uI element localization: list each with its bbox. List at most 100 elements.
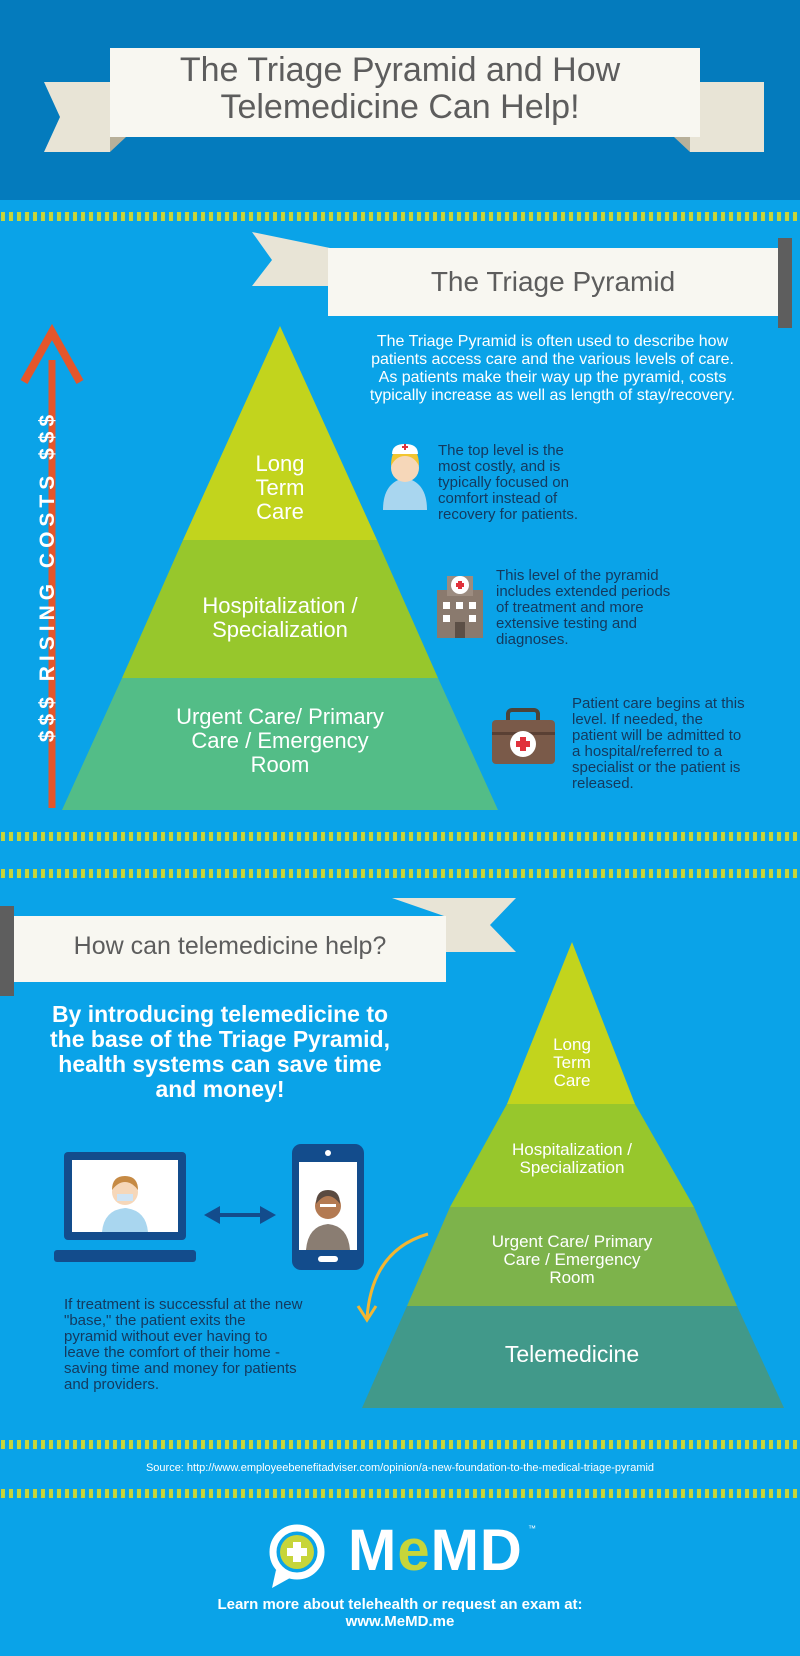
pyramid2-label-hospitalization: Hospitalization / Specialization bbox=[472, 1141, 672, 1177]
desc-line: level. If needed, the bbox=[572, 711, 703, 728]
desc-line: most costly, and is bbox=[438, 458, 561, 475]
pyramid2-label-long-term-care: Long Term Care bbox=[522, 1036, 622, 1090]
desc-line: recovery for patients. bbox=[438, 506, 579, 523]
label-line: Long bbox=[255, 451, 305, 476]
ribbon-tail bbox=[252, 232, 330, 286]
ribbon-tail-left bbox=[44, 82, 110, 152]
label-line: Room bbox=[250, 752, 310, 777]
claim-line: health systems can save time bbox=[58, 1051, 382, 1077]
pyramid2-tier-urgent-care bbox=[407, 1207, 737, 1306]
desc-line: patient will be admitted to bbox=[572, 727, 742, 744]
pyramid-tier-long-term-care bbox=[183, 326, 377, 540]
desc-line: released. bbox=[572, 775, 634, 792]
dot-divider bbox=[0, 869, 800, 878]
hospital-icon bbox=[437, 576, 483, 638]
label-line: Care / Emergency bbox=[191, 728, 369, 753]
pyramid-tier-hospitalization bbox=[122, 540, 438, 678]
telemedicine-claim: By introducing telemedicine to the base … bbox=[30, 1002, 410, 1102]
desc-line: a hospital/referred to a bbox=[572, 743, 723, 760]
label-line: Care / Emergency bbox=[503, 1250, 641, 1269]
label-line: Term bbox=[255, 475, 305, 500]
footer-cta: Learn more about telehealth or request a… bbox=[150, 1596, 650, 1630]
note-line: pyramid without ever having to bbox=[64, 1328, 268, 1345]
ribbon-fold-left bbox=[110, 137, 126, 152]
desc-base-level: Patient care begins at this level. If ne… bbox=[572, 696, 792, 792]
ribbon-fold-right bbox=[674, 137, 690, 152]
desc-line: specialist or the patient is bbox=[572, 759, 741, 776]
dot-divider bbox=[0, 212, 800, 221]
note-line: If treatment is successful at the new bbox=[64, 1296, 303, 1313]
page-title-line: Telemedicine Can Help! bbox=[220, 88, 580, 126]
desc-line: comfort instead of bbox=[438, 490, 558, 507]
source-citation: Source: http://www.employeebenefitadvise… bbox=[145, 1462, 655, 1474]
cost-arrow-head bbox=[20, 323, 84, 384]
label-line: Specialization bbox=[519, 1158, 625, 1177]
note-line: leave the comfort of their home - bbox=[64, 1344, 280, 1361]
header-ribbon bbox=[110, 48, 700, 137]
cta-line: Learn more about telehealth or request a… bbox=[217, 1596, 583, 1613]
desc-line: typically focused on bbox=[438, 474, 569, 491]
brand-part: e bbox=[397, 1518, 431, 1583]
dot-divider bbox=[0, 832, 800, 841]
desc-line: includes extended periods bbox=[496, 583, 671, 600]
pyramid-label-urgent-care: Urgent Care/ Primary Care / Emergency Ro… bbox=[130, 705, 430, 777]
claim-line: the base of the Triage Pyramid, bbox=[50, 1026, 390, 1052]
pyramid2-tier-long-term-care bbox=[507, 942, 635, 1104]
label-line: Care bbox=[256, 499, 304, 524]
memd-wordmark: MeMD bbox=[348, 1520, 523, 1582]
label-line: Urgent Care/ Primary bbox=[491, 1232, 653, 1251]
label-line: Hospitalization / bbox=[511, 1140, 632, 1159]
desc-top-level: The top level is the most costly, and is… bbox=[438, 443, 638, 523]
pyramid2-tier-telemedicine bbox=[362, 1306, 784, 1408]
curved-arrow-icon bbox=[356, 1232, 429, 1323]
intro-line: As patients make their way up the pyrami… bbox=[378, 369, 727, 386]
section2-title: How can telemedicine help? bbox=[73, 932, 387, 960]
brand-part: MD bbox=[430, 1518, 523, 1583]
ribbon-edge bbox=[0, 906, 14, 996]
brand-part: M bbox=[348, 1518, 398, 1583]
desc-line: extensive testing and bbox=[496, 615, 637, 632]
pyramid-label-hospitalization: Hospitalization / Specialization bbox=[150, 594, 410, 642]
intro-line: The Triage Pyramid is often used to desc… bbox=[376, 333, 729, 350]
two-way-arrow-icon bbox=[204, 1206, 276, 1224]
pyramid2-label-telemedicine: Telemedicine bbox=[504, 1341, 640, 1367]
desc-line: diagnoses. bbox=[496, 631, 569, 648]
section2-ribbon bbox=[14, 916, 446, 982]
intro-line: patients access care and the various lev… bbox=[371, 351, 734, 368]
rising-costs-label: $$$ RISING COSTS $$$ bbox=[36, 409, 59, 743]
laptop-doctor-icon bbox=[54, 1152, 196, 1262]
section1-title: The Triage Pyramid bbox=[430, 266, 676, 297]
desc-middle-level: This level of the pyramid includes exten… bbox=[496, 568, 726, 648]
page-title: The Triage Pyramid and How Telemedicine … bbox=[110, 52, 690, 126]
desc-line: of treatment and more bbox=[496, 599, 644, 616]
label-line: Room bbox=[549, 1268, 595, 1287]
memd-logo-icon bbox=[269, 1524, 325, 1588]
page-title-line: The Triage Pyramid and How bbox=[179, 51, 621, 89]
pyramid-label-long-term-care: Long Term Care bbox=[200, 452, 360, 524]
dot-divider bbox=[0, 1440, 800, 1449]
label-line: Hospitalization / bbox=[202, 593, 358, 618]
section1-intro: The Triage Pyramid is often used to desc… bbox=[330, 333, 775, 405]
desc-line: The top level is the bbox=[438, 442, 564, 459]
desc-line: Patient care begins at this bbox=[572, 695, 745, 712]
nurse-icon bbox=[383, 444, 427, 510]
pyramid-tier-urgent-care bbox=[62, 678, 498, 810]
label-line: Long bbox=[553, 1035, 591, 1054]
pyramid2-tier-hospitalization bbox=[450, 1104, 694, 1207]
ribbon-tail-right bbox=[690, 82, 764, 152]
note-line: "base," the patient exits the bbox=[64, 1312, 246, 1329]
desc-line: This level of the pyramid bbox=[496, 567, 659, 584]
telemedicine-note: If treatment is successful at the new "b… bbox=[64, 1297, 354, 1393]
memd-website-link[interactable]: www.MeMD.me bbox=[345, 1613, 455, 1630]
note-line: and providers. bbox=[64, 1376, 160, 1393]
trademark-mark: ™ bbox=[528, 1524, 536, 1533]
ribbon-edge bbox=[778, 238, 792, 328]
phone-patient-icon bbox=[292, 1144, 364, 1270]
dot-divider bbox=[0, 1489, 800, 1498]
claim-line: By introducing telemedicine to bbox=[51, 1001, 389, 1027]
claim-line: and money! bbox=[155, 1076, 285, 1102]
label-line: Care bbox=[553, 1071, 591, 1090]
label-line: Urgent Care/ Primary bbox=[176, 704, 384, 729]
